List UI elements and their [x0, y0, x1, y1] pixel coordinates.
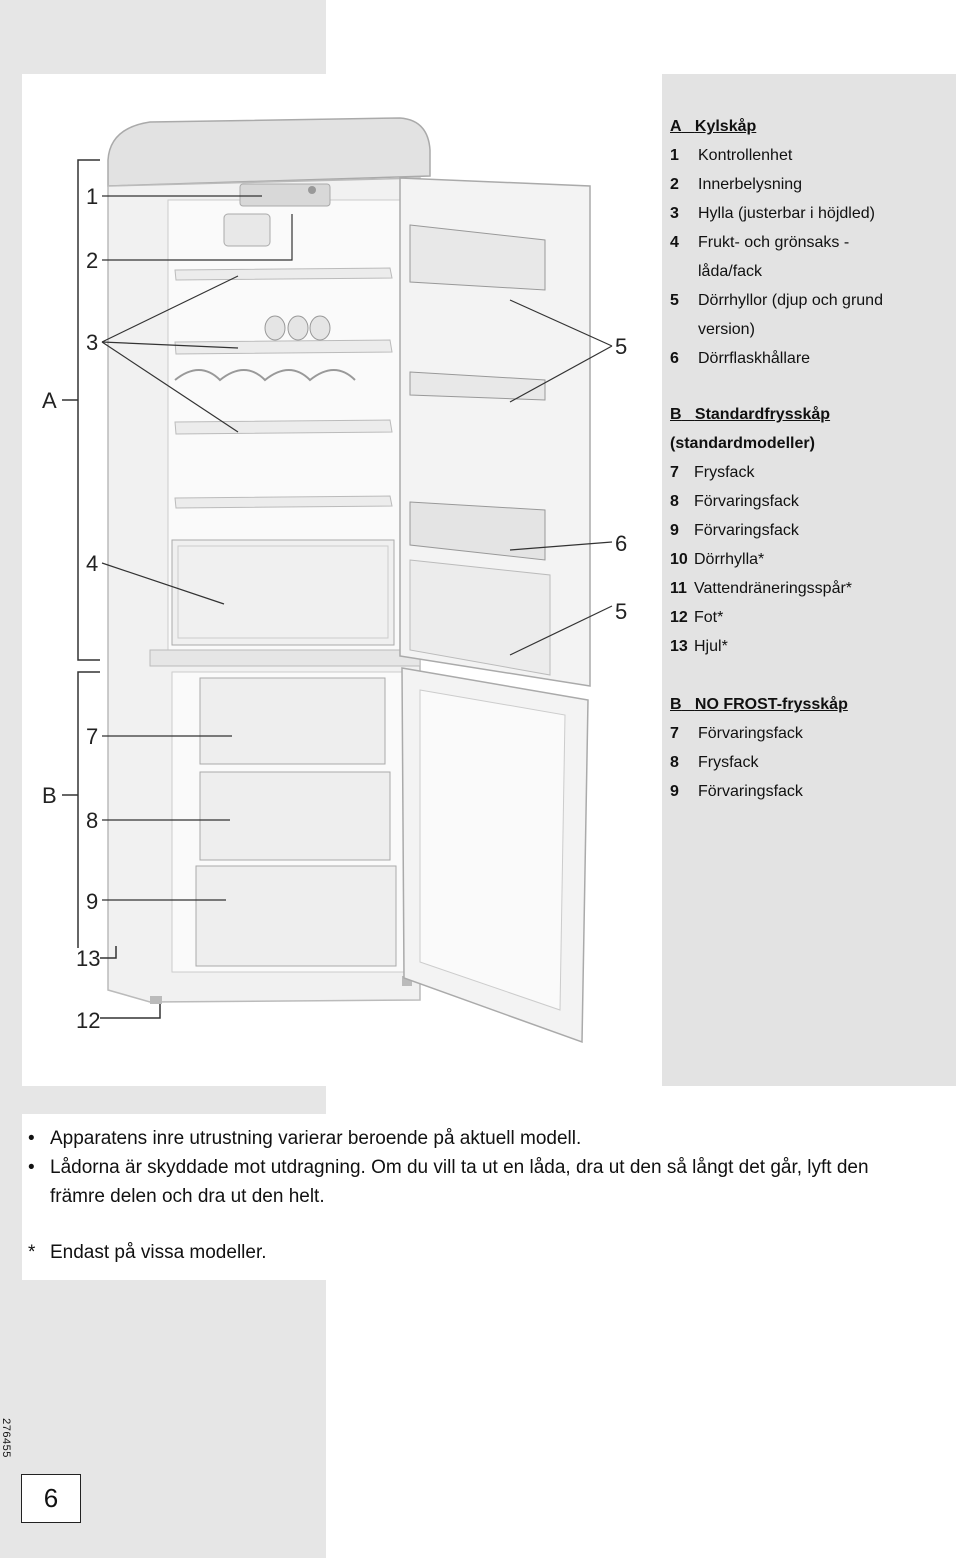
legend-letter: B — [670, 696, 682, 713]
legend-num: 9 — [670, 522, 679, 539]
legend-text: Förvaringsfack — [698, 725, 803, 742]
legend-item: 2 Innerbelysning — [670, 170, 950, 199]
legend-item: 10 Dörrhylla* — [670, 545, 950, 574]
legend-num: 9 — [670, 783, 679, 800]
legend-letter: B — [670, 406, 682, 423]
callout-1: 1 — [86, 184, 98, 209]
footnote-mark: * — [28, 1242, 36, 1263]
legend-num: 2 — [670, 176, 679, 193]
legend-item: 4 Frukt- och grönsaks - — [670, 228, 950, 257]
note-text: Apparatens inre utrustning varierar bero… — [50, 1128, 582, 1149]
callout-4: 4 — [86, 551, 98, 576]
legend-text-continued: version) — [698, 321, 755, 338]
callout-6: 6 — [615, 531, 627, 556]
legend-item: 9 Förvaringsfack — [670, 777, 950, 806]
legend-text: Förvaringsfack — [698, 783, 803, 800]
legend-title: NO FROST-frysskåp — [694, 696, 848, 713]
legend-item: 8 Frysfack — [670, 748, 950, 777]
legend-item: 12 Fot* — [670, 603, 950, 632]
notes-list: • Apparatens inre utrustning varierar be… — [28, 1124, 958, 1211]
callout-3: 3 — [86, 330, 98, 355]
legend-num: 8 — [670, 754, 679, 771]
legend-heading-b1: B Standardfrysskåp — [670, 400, 950, 429]
legend-section-fridge: A Kylskåp 1 Kontrollenhet 2 Innerbelysning… — [670, 112, 950, 373]
legend-num: 5 — [670, 292, 679, 309]
callout-8: 8 — [86, 808, 98, 833]
legend-text: Dörrhyllor (djup och grund — [698, 292, 883, 309]
legend-title: Kylskåp — [694, 118, 757, 135]
fridge-illustration: 1 2 3 A 4 7 B 8 9 13 12 5 6 5 — [42, 117, 627, 1044]
legend-heading-b2: B NO FROST-frysskåp — [670, 690, 950, 719]
callout-13: 13 — [76, 946, 100, 971]
legend-num: 12 — [670, 609, 688, 626]
footnote: * Endast på vissa modeller. — [28, 1238, 267, 1267]
legend-num: 11 — [670, 580, 687, 597]
callout-9: 9 — [86, 889, 98, 914]
legend-item: 7 Förvaringsfack — [670, 719, 950, 748]
legend-text: Vattendräneringsspår* — [694, 580, 853, 597]
callout-2: 2 — [86, 248, 98, 273]
legend-num: 4 — [670, 234, 679, 251]
legend-text: Dörrflaskhållare — [698, 350, 811, 367]
legend-num: 6 — [670, 350, 679, 367]
note-item-continued: främre delen och dra ut den helt. — [28, 1182, 958, 1211]
legend-subtitle: (standardmodeller) — [670, 435, 815, 452]
legend-text: Fot* — [694, 609, 724, 626]
notes-panel — [22, 1114, 960, 1280]
legend-item: 7 Frysfack — [670, 458, 950, 487]
legend-text: Frysfack — [694, 464, 755, 481]
legend-text: Dörrhylla* — [694, 551, 765, 568]
legend-text-continued: låda/fack — [698, 263, 763, 280]
legend-text: Hylla (justerbar i höjdled) — [698, 205, 875, 222]
footnote-text: Endast på vissa modeller. — [50, 1242, 267, 1263]
legend-text: Innerbelysning — [698, 176, 803, 193]
bullet-icon: • — [28, 1128, 35, 1149]
callout-group-b: B — [42, 783, 57, 808]
legend-item: 6 Dörrflaskhållare — [670, 344, 950, 373]
fridge-doors — [399, 177, 591, 1044]
legend-item: 1 Kontrollenhet — [670, 141, 950, 170]
legend-text: Förvaringsfack — [694, 522, 799, 539]
legend-text: Frukt- och grönsaks - — [698, 234, 850, 251]
callout-group-a: A — [42, 388, 57, 413]
legend-letter: A — [670, 118, 682, 135]
legend-text: Kontrollenhet — [698, 147, 793, 164]
document-code: 276455 — [0, 1418, 12, 1458]
note-item: • Apparatens inre utrustning varierar be… — [28, 1124, 958, 1153]
legend-text: Hjul* — [694, 638, 728, 655]
legend-item: 11 Vattendräneringsspår* — [670, 574, 950, 603]
legend-num: 10 — [670, 551, 688, 568]
legend-num: 8 — [670, 493, 679, 510]
group-brackets — [62, 159, 161, 1019]
callout-12: 12 — [76, 1008, 100, 1033]
callout-7: 7 — [86, 724, 98, 749]
legend-num: 7 — [670, 725, 679, 742]
legend-item: 5 Dörrhyllor (djup och grund — [670, 286, 950, 315]
legend-title: Standardfrysskåp — [694, 406, 831, 423]
note-text: Lådorna är skyddade mot utdragning. Om d… — [50, 1157, 869, 1178]
callout-5-top: 5 — [615, 334, 627, 359]
legend-item: 3 Hylla (justerbar i höjdled) — [670, 199, 950, 228]
legend-item: 8 Förvaringsfack — [670, 487, 950, 516]
leader-lines — [101, 195, 613, 901]
legend-text: Förvaringsfack — [694, 493, 799, 510]
bullet-icon: • — [28, 1157, 35, 1178]
legend-text: Frysfack — [698, 754, 759, 771]
legend-num: 7 — [670, 464, 679, 481]
note-text: främre delen och dra ut den helt. — [50, 1186, 325, 1207]
legend-heading-a: A Kylskåp — [670, 112, 950, 141]
legend-num: 1 — [670, 147, 679, 164]
legend-item: 13 Hjul* — [670, 632, 950, 661]
callout-5-bottom: 5 — [615, 599, 627, 624]
legend-num: 13 — [670, 638, 688, 655]
page-number: 6 — [21, 1474, 81, 1523]
legend-panel: A Kylskåp 1 Kontrollenhet 2 Innerbelysning… — [662, 74, 956, 1086]
legend-num: 3 — [670, 205, 679, 222]
fridge-body — [107, 117, 431, 1004]
legend-item: 9 Förvaringsfack — [670, 516, 950, 545]
note-item: • Lådorna är skyddade mot utdragning. Om… — [28, 1153, 958, 1182]
